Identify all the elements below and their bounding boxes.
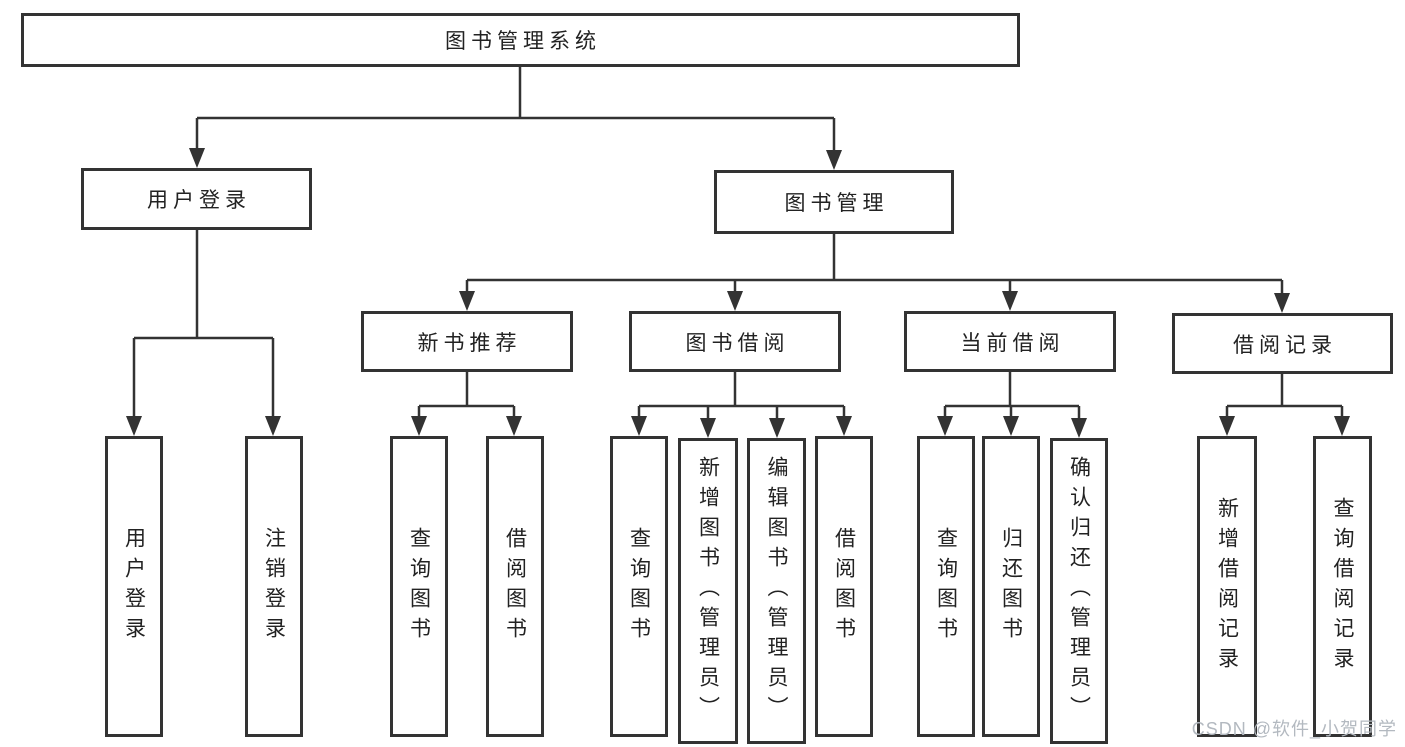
leaf-label: 新增图书（管理员） (696, 456, 720, 726)
leaf-label: 用户登录 (122, 526, 146, 647)
leaf-label: 查询图书 (407, 526, 431, 647)
leaf-label: 查询图书 (627, 526, 651, 647)
box-leaf-edit-books-admin: 编辑图书（管理员） (747, 438, 806, 744)
leaf-label: 查询图书 (934, 526, 958, 647)
box-leaf-query-books-1: 查询图书 (390, 436, 448, 737)
box-new-book-recommend: 新书推荐 (361, 311, 573, 372)
box-leaf-add-borrow-record: 新增借阅记录 (1197, 436, 1257, 737)
box-leaf-query-books-2: 查询图书 (610, 436, 668, 737)
leaf-label: 编辑图书（管理员） (765, 456, 788, 726)
box-book-borrow: 图书借阅 (629, 311, 841, 372)
box-leaf-logout: 注销登录 (245, 436, 303, 737)
box-leaf-query-borrow-record: 查询借阅记录 (1313, 436, 1372, 737)
box-leaf-return-books: 归还图书 (982, 436, 1040, 737)
leaf-label: 归还图书 (999, 526, 1023, 647)
box-leaf-borrow-books-2: 借阅图书 (815, 436, 873, 737)
arrowheads (126, 148, 1350, 438)
leaf-label: 借阅图书 (503, 526, 527, 647)
box-current-borrow: 当前借阅 (904, 311, 1116, 372)
csdn-watermark: CSDN @软件_小贺同学 (1191, 719, 1397, 739)
box-leaf-user-login: 用户登录 (105, 436, 163, 737)
leaf-label: 注销登录 (262, 526, 286, 647)
box-leaf-borrow-books-1: 借阅图书 (486, 436, 544, 737)
leaf-label: 新增借阅记录 (1215, 496, 1239, 677)
box-leaf-add-books-admin: 新增图书（管理员） (678, 438, 738, 744)
leaf-label: 查询借阅记录 (1331, 496, 1354, 677)
box-leaf-query-books-3: 查询图书 (917, 436, 975, 737)
box-user-login: 用户登录 (81, 168, 312, 230)
box-leaf-confirm-return-admin: 确认归还（管理员） (1050, 438, 1108, 744)
box-book-management: 图书管理 (714, 170, 954, 234)
leaf-label: 确认归还（管理员） (1067, 456, 1091, 726)
box-borrow-record: 借阅记录 (1172, 313, 1393, 374)
box-system-title: 图书管理系统 (21, 13, 1020, 67)
leaf-label: 借阅图书 (832, 526, 856, 647)
